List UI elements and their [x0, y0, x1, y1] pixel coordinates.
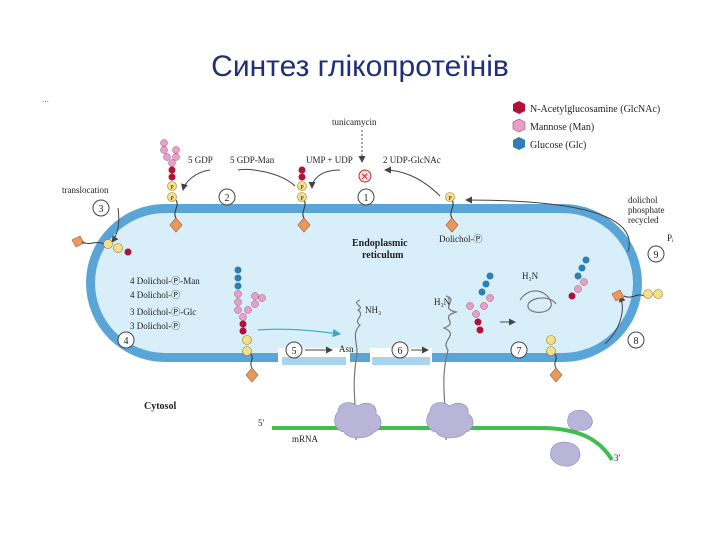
legend-glcnac-label: N-Acetylglucosamine (GlcNAc) — [530, 104, 660, 115]
step-6: 6 — [391, 341, 409, 359]
step-1: 1 — [357, 188, 375, 206]
inhibition-icon — [358, 169, 372, 183]
udp-glcnac-label: 2 UDP-GlcNAc — [383, 155, 441, 165]
header-fragment: … — [42, 96, 49, 104]
mrna-5prime: 5′ — [258, 418, 265, 428]
slide-title: Синтез глікопротеїнів — [211, 50, 509, 83]
h3n-label-2: H₃N — [522, 271, 539, 281]
tunicamycin-label: tunicamycin — [332, 117, 377, 127]
mrna-strand — [272, 426, 614, 462]
dolichol-anchor-1: P P — [167, 181, 183, 233]
legend-glucose-label: Glucose (Glc) — [530, 140, 586, 151]
dolichol-anchor-2: P P — [297, 166, 311, 233]
dolichol-anchor-3: P — [445, 192, 459, 233]
svg-text:2: 2 — [225, 193, 230, 204]
svg-text:P: P — [170, 196, 174, 202]
dolichol-pp-released — [546, 335, 563, 383]
svg-text:6: 6 — [398, 346, 403, 357]
svg-text:5: 5 — [292, 346, 297, 357]
flipping-back-dolichol — [611, 289, 663, 302]
h3n-label-1: H₃N — [434, 297, 451, 307]
step-7: 7 — [510, 341, 528, 359]
svg-text:P: P — [300, 185, 304, 191]
step-8: 8 — [627, 331, 645, 349]
svg-text:9: 9 — [654, 250, 659, 261]
er-label-line2: reticulum — [362, 250, 404, 261]
pi-label: Pᵢ — [667, 233, 674, 243]
ump-udp-label: UMP + UDP — [306, 155, 353, 165]
dolichol-recycled-label-3: recycled — [628, 215, 659, 225]
svg-text:7: 7 — [517, 346, 522, 357]
inhibition-cross-icon: ✕ — [361, 172, 369, 183]
legend: N-Acetylglucosamine (GlcNAc) Mannose (Ma… — [512, 101, 660, 151]
er-membrane — [86, 204, 642, 368]
ribosome-1 — [334, 402, 382, 439]
dolichol-oligosaccharide — [234, 266, 266, 383]
dolichol-recycled-label-1: dolichol — [628, 195, 658, 205]
step-4: 4 — [117, 331, 135, 349]
svg-text:P: P — [170, 185, 174, 191]
svg-text:1: 1 — [364, 193, 369, 204]
folded-protein-right: H₃N — [519, 256, 590, 313]
glucose-legend-icon — [513, 137, 525, 150]
svg-text:3: 3 — [99, 204, 104, 215]
glycosylated-protein-middle: H₃N — [434, 272, 494, 441]
translocation-label: translocation — [62, 185, 109, 195]
svg-text:4: 4 — [124, 336, 129, 347]
er-label-line1: Endoplasmic — [352, 238, 408, 249]
sugar-chain-step2 — [160, 139, 180, 181]
nh3-label: NH₃ — [365, 305, 381, 315]
step-5: 5 — [285, 341, 303, 359]
asn-label: Asn — [339, 344, 354, 354]
mannose-legend-icon — [512, 118, 526, 133]
glcnac-legend-icon — [513, 101, 525, 114]
flipping-dolichol — [71, 235, 132, 256]
transfer-arrow — [257, 328, 342, 338]
dolichol-glc-label: 3 Dolichol-Ⓟ-Glc — [130, 307, 196, 317]
dolichol-p3-label: 3 Dolichol-Ⓟ — [130, 321, 180, 331]
dolichol-p4-label: 4 Dolichol-Ⓟ — [130, 290, 180, 300]
step-2: 2 — [218, 188, 236, 206]
ribosome-2 — [426, 402, 474, 439]
dolichol-recycled-label-2: phosphate — [628, 205, 665, 215]
mrna-3prime: 3′ — [614, 453, 621, 463]
cytosol-label: Cytosol — [144, 401, 176, 412]
ribosome-subunit-large — [567, 409, 593, 431]
nascent-polypeptide: NH₃ Asn — [339, 299, 381, 441]
svg-text:P: P — [300, 196, 304, 202]
step-3: 3 — [92, 199, 110, 217]
gdp-man-label: 5 GDP-Man — [230, 155, 275, 165]
mrna-label: mRNA — [292, 434, 319, 444]
ribosome-subunit-small — [550, 441, 581, 467]
svg-text:8: 8 — [634, 336, 639, 347]
step-9: 9 — [647, 245, 665, 263]
gdp-label: 5 GDP — [188, 155, 213, 165]
dolichol-p-label: Dolichol-Ⓟ — [439, 234, 483, 244]
legend-mannose-label: Mannose (Man) — [530, 122, 594, 133]
dolichol-man-label: 4 Dolichol-Ⓟ-Man — [130, 276, 200, 286]
svg-text:P: P — [448, 196, 452, 202]
